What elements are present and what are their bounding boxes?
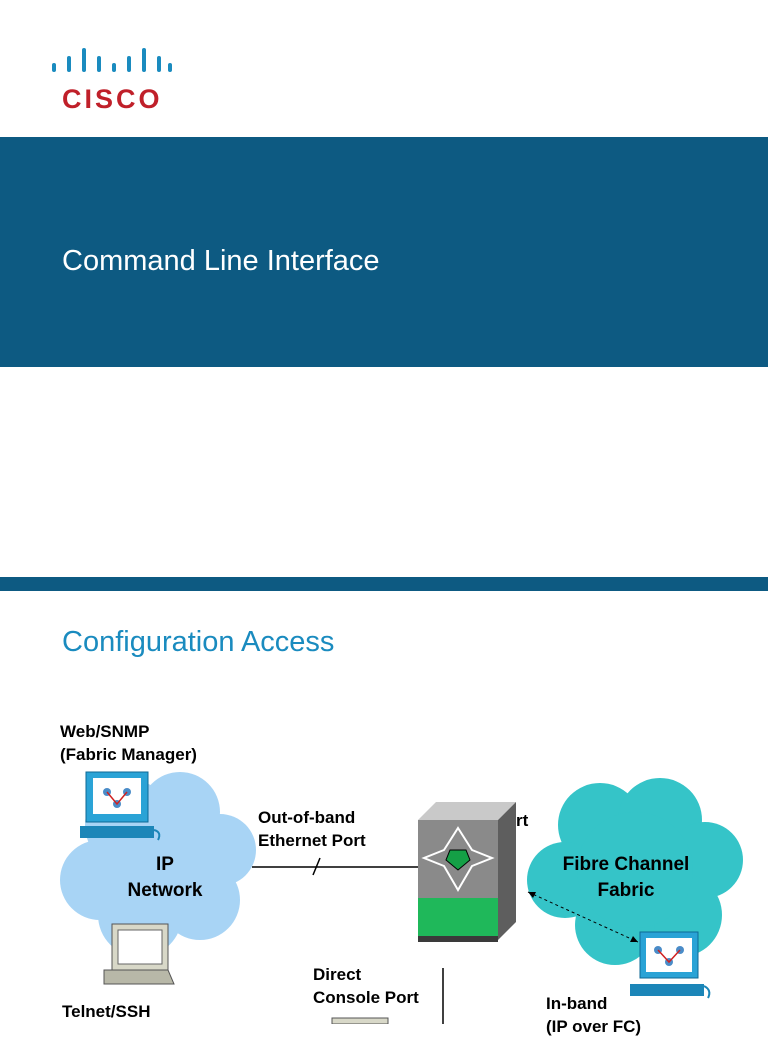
web-snmp-label: Web/SNMP (Fabric Manager): [60, 722, 197, 764]
slide-title: Command Line Interface: [62, 245, 380, 277]
slide2-title: Configuration Access: [62, 626, 335, 658]
title-band: Command Line Interface: [0, 137, 768, 367]
management-workstation-icon: [80, 771, 161, 841]
ip-network-label: IP Network: [127, 854, 203, 901]
inband-link: [527, 891, 639, 943]
configuration-diagram: [60, 771, 743, 1024]
partial-port-label: rt: [516, 811, 529, 830]
cisco-logo: CISCO: [50, 44, 174, 114]
fc-fabric-label: Fibre Channel Fabric: [562, 854, 690, 901]
console-terminal-icon: [331, 1017, 389, 1024]
cisco-logo-bars-icon: [52, 48, 172, 72]
fc-fabric-cloud: [527, 778, 743, 965]
telnet-ssh-label: Telnet/SSH: [62, 1002, 151, 1021]
fc-workstation-icon: [630, 931, 711, 999]
inband-label: In-band (IP over FC): [546, 994, 642, 1036]
direct-console-label: Direct Console Port: [313, 965, 419, 1007]
link-slash: [312, 857, 321, 876]
ip-network-cloud: [60, 772, 256, 957]
terminal-pc-icon: [103, 923, 175, 985]
slide2-top-bar: [0, 577, 768, 591]
mds-switch-icon: [418, 802, 516, 942]
oob-label: Out-of-band Ethernet Port: [258, 808, 366, 850]
cisco-logo-text: CISCO: [62, 84, 163, 114]
